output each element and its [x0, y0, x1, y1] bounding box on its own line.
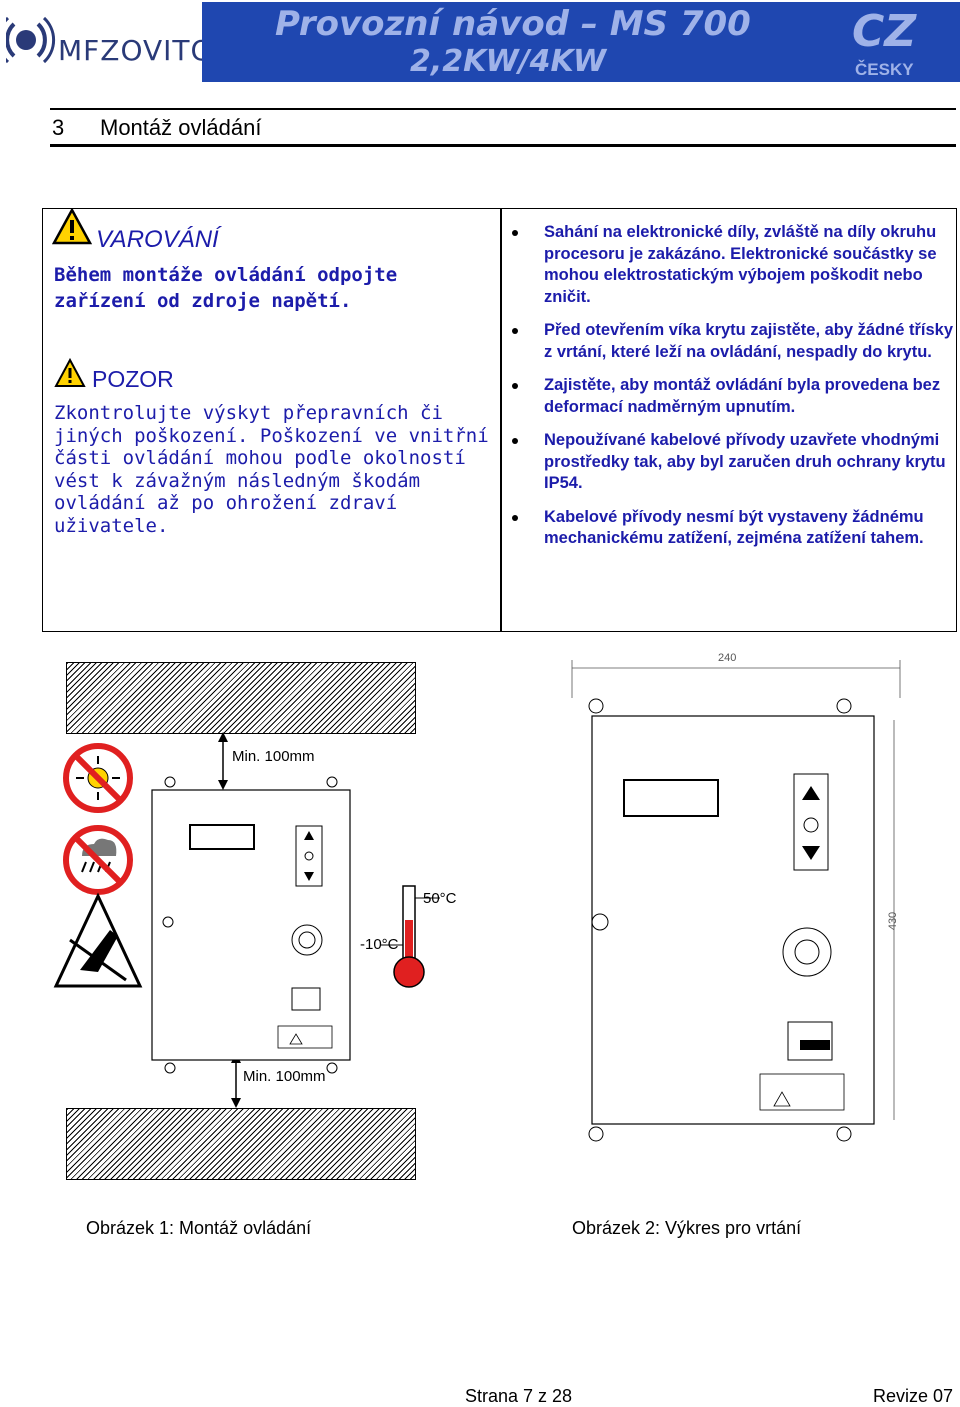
section-rule-bottom [50, 144, 956, 147]
page-number: Strana 7 z 28 [465, 1386, 573, 1406]
safety-box-divider [500, 208, 502, 632]
floor-hatch [66, 1108, 416, 1180]
language-name: ČESKY [855, 60, 914, 79]
company-logo [6, 16, 56, 64]
bullet-item: Nepoužívané kabelové přívody uzavřete vh… [508, 430, 953, 495]
bullet-item: Kabelové přívody nesmí být vystaveny žád… [508, 507, 953, 550]
safety-bullet-list: Sahání na elektronické díly, zvláště na … [508, 222, 953, 562]
warning-title: VAROVÁNÍ [96, 226, 219, 253]
document-subtitle: 2,2KW/4KW [410, 44, 607, 79]
caution-text: Zkontrolujte výskyt přepravních či jinýc… [54, 402, 489, 537]
section-number: 3 [52, 115, 65, 140]
drilling-drawing [571, 660, 901, 1142]
min-temperature-label: -10°C [360, 936, 399, 953]
dimension-width-label: 240 [718, 652, 737, 664]
control-cabinet-drawing [151, 776, 351, 1074]
esd-warning-icon [53, 892, 143, 988]
warning-text: Během montáže ovládání odpojte zařízení … [54, 264, 398, 312]
ceiling-hatch [66, 662, 416, 734]
no-sun-icon [63, 743, 133, 813]
caution-title: POZOR [92, 366, 174, 392]
revision-label: Revize 07 [873, 1386, 954, 1406]
thermometer-icon [380, 885, 440, 988]
min-distance-top-label: Min. 100mm [232, 748, 315, 765]
language-code: CZ [852, 6, 917, 57]
warning-triangle-icon [52, 208, 92, 245]
figure1-caption: Obrázek 1: Montáž ovládání [86, 1218, 312, 1238]
header-banner [202, 2, 960, 82]
bullet-item: Sahání na elektronické díly, zvláště na … [508, 222, 953, 308]
figure2-caption: Obrázek 2: Výkres pro vrtání [572, 1218, 802, 1238]
bullet-item: Zajistěte, aby montáž ovládání byla prov… [508, 375, 953, 418]
no-rain-icon [63, 825, 133, 895]
document-title: Provozní návod – MS 700 [275, 4, 751, 44]
section-title: Montáž ovládání [100, 115, 262, 140]
mounting-figure [53, 732, 440, 1108]
safety-box [42, 208, 957, 632]
bullet-item: Před otevřením víka krytu zajistěte, aby… [508, 320, 953, 363]
max-temperature-label: 50°C [423, 890, 457, 907]
min-distance-bottom-label: Min. 100mm [243, 1068, 326, 1085]
caution-triangle-icon [54, 358, 86, 387]
dimension-height-label: 430 [887, 911, 900, 931]
section-rule-top [50, 108, 956, 110]
